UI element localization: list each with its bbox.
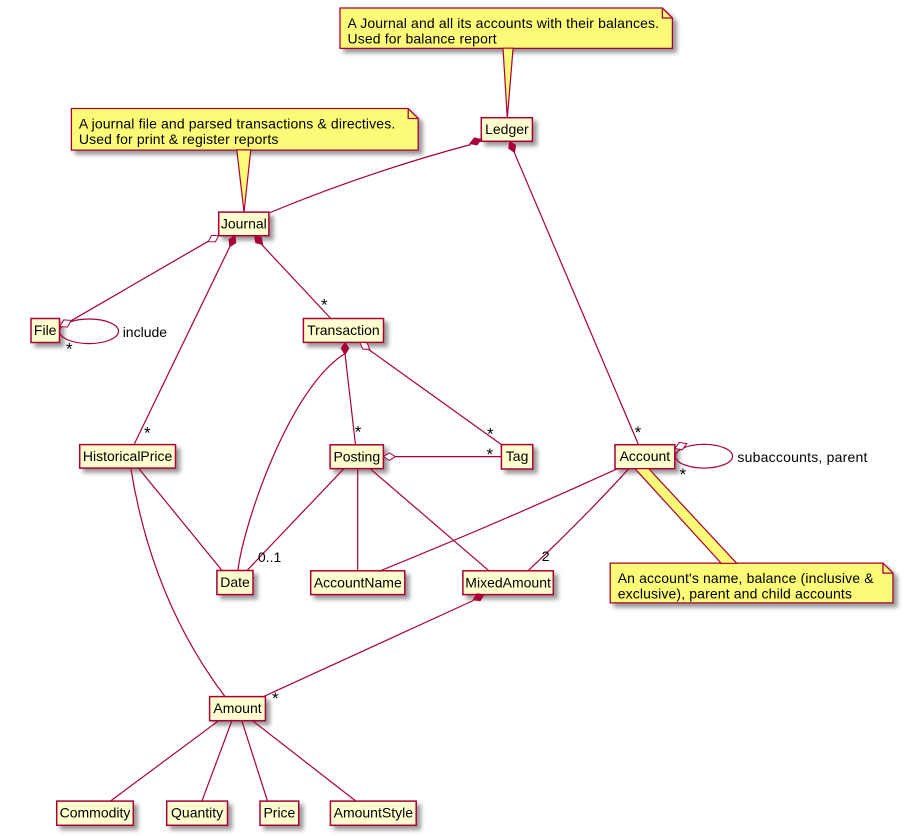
svg-text:Price: Price bbox=[263, 805, 295, 821]
svg-text:include: include bbox=[123, 324, 168, 340]
svg-text:AmountStyle: AmountStyle bbox=[334, 805, 414, 821]
svg-text:Ledger: Ledger bbox=[485, 121, 529, 137]
svg-text:A Journal and all its accounts: A Journal and all its accounts with thei… bbox=[348, 15, 660, 31]
svg-text:*: * bbox=[487, 445, 494, 464]
svg-text:Account: Account bbox=[620, 448, 671, 464]
svg-text:Date: Date bbox=[220, 574, 250, 590]
svg-text:Used for print & register repo: Used for print & register reports bbox=[79, 131, 279, 147]
svg-text:exclusive), parent and child a: exclusive), parent and child accounts bbox=[618, 586, 852, 602]
svg-text:*: * bbox=[680, 465, 687, 484]
svg-text:HistoricalPrice: HistoricalPrice bbox=[83, 448, 173, 464]
svg-text:An account's name, balance (in: An account's name, balance (inclusive & bbox=[618, 570, 875, 586]
svg-text:Transaction: Transaction bbox=[307, 322, 380, 338]
svg-text:Amount: Amount bbox=[213, 700, 261, 716]
svg-text:*: * bbox=[321, 296, 328, 315]
svg-text:Used for balance report: Used for balance report bbox=[348, 31, 497, 47]
svg-text:Quantity: Quantity bbox=[171, 805, 223, 821]
svg-text:*: * bbox=[355, 423, 362, 442]
svg-text:2: 2 bbox=[542, 548, 550, 564]
svg-text:*: * bbox=[66, 340, 73, 359]
svg-text:*: * bbox=[635, 423, 642, 442]
svg-text:A journal file and parsed tran: A journal file and parsed transactions &… bbox=[79, 116, 395, 132]
svg-text:Posting: Posting bbox=[333, 448, 380, 464]
svg-text:MixedAmount: MixedAmount bbox=[465, 574, 551, 590]
svg-text:AccountName: AccountName bbox=[314, 574, 402, 590]
svg-text:*: * bbox=[144, 424, 151, 443]
svg-text:Commodity: Commodity bbox=[60, 805, 131, 821]
svg-text:*: * bbox=[272, 689, 279, 708]
svg-text:File: File bbox=[34, 322, 57, 338]
svg-text:subaccounts, parent: subaccounts, parent bbox=[737, 449, 867, 465]
svg-text:0..1: 0..1 bbox=[258, 549, 282, 565]
svg-text:Tag: Tag bbox=[506, 448, 529, 464]
svg-text:Journal: Journal bbox=[221, 216, 267, 232]
svg-text:*: * bbox=[487, 424, 494, 443]
